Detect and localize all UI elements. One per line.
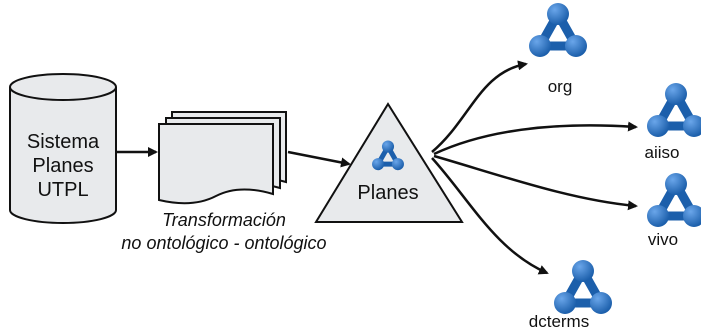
target-aiiso: aiiso bbox=[645, 83, 701, 162]
target-label-org: org bbox=[548, 77, 573, 96]
arrow-to-aiiso bbox=[433, 121, 638, 156]
arrow-to-dcterms bbox=[431, 157, 549, 275]
planes-label: Planes bbox=[357, 182, 418, 204]
target-dcterms: dcterms bbox=[529, 260, 612, 331]
arrow-to-vivo bbox=[433, 154, 638, 211]
arrow-documents-to-planes bbox=[287, 150, 351, 168]
target-vivo: vivo bbox=[647, 173, 701, 249]
arrow-to-org bbox=[431, 60, 528, 153]
target-org: org bbox=[529, 3, 587, 96]
target-arrows bbox=[431, 60, 638, 275]
rdf-graph-icon bbox=[529, 3, 587, 57]
transform-label-line2: no ontológico - ontológico bbox=[121, 233, 326, 253]
document-page bbox=[158, 123, 274, 205]
target-label-aiiso: aiiso bbox=[645, 143, 680, 162]
transform-label-line1: Transformación bbox=[162, 210, 286, 230]
database-cylinder: Sistema Planes UTPL bbox=[9, 73, 117, 224]
rdf-graph-icon bbox=[554, 260, 612, 314]
target-label-vivo: vivo bbox=[648, 230, 678, 249]
rdf-graph-icon bbox=[647, 173, 701, 227]
database-label-line3: UTPL bbox=[37, 179, 88, 201]
planes-ontology-node: Planes bbox=[314, 102, 464, 223]
rdf-graph-icon bbox=[647, 83, 701, 137]
target-label-dcterms: dcterms bbox=[529, 312, 589, 331]
database-label-line1: Sistema bbox=[27, 131, 100, 153]
documents-stack bbox=[158, 111, 287, 205]
database-label-line2: Planes bbox=[32, 155, 93, 177]
